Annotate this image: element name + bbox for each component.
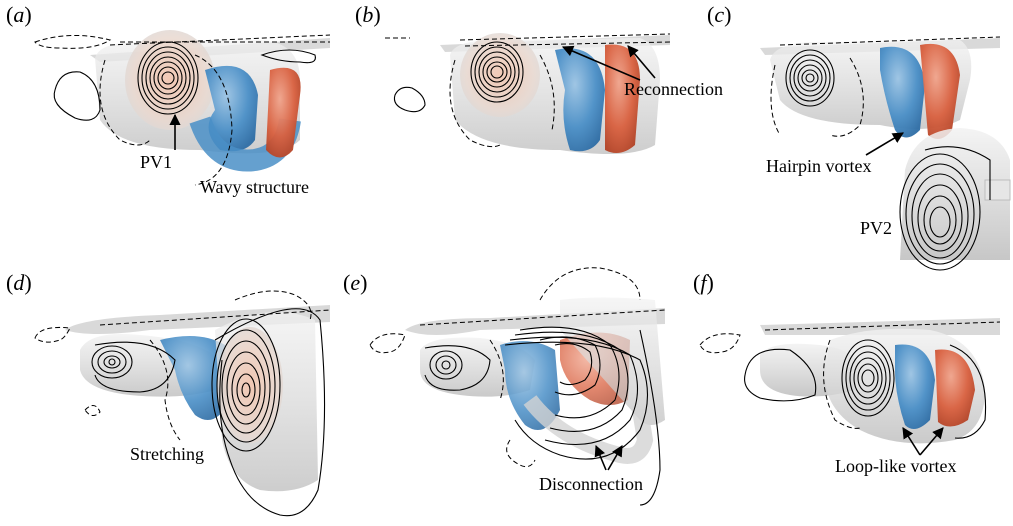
panel-d-label: (d)	[6, 270, 32, 295]
panel-e: (e) Disconnection	[343, 267, 666, 506]
reconnection-arrow-2	[627, 45, 656, 79]
panel-a-label: (a)	[6, 2, 32, 27]
hairpin-arrow	[865, 132, 904, 156]
panel-a: (a) PV1 Wavy structure	[6, 2, 331, 197]
panel-e-label: (e)	[343, 270, 367, 295]
panel-b-dashed	[385, 33, 671, 148]
panel-f: (f) Loop-like vortex	[693, 270, 1001, 476]
panel-e-contours	[424, 326, 661, 506]
hairpin-vortex-label: Hairpin vortex	[766, 156, 871, 176]
panel-e-dashed	[369, 267, 666, 468]
panel-a-dashed	[34, 34, 331, 186]
panel-c-label: (c)	[707, 2, 731, 27]
panel-c-contours	[785, 49, 991, 271]
panel-c: (c) Hairpin vortex PV2	[707, 2, 1011, 271]
panel-b-surfaces	[440, 33, 670, 154]
panel-f-contours	[744, 339, 987, 439]
disconnection-arrow-2	[607, 445, 623, 471]
panel-c-surfaces	[760, 38, 1011, 260]
panel-c-dashed	[770, 36, 1001, 137]
panel-f-surfaces	[760, 318, 1000, 444]
panel-d-dashed	[34, 290, 331, 441]
panel-d-surfaces	[65, 305, 330, 492]
panel-b-contours	[393, 41, 524, 113]
panel-b: (b) Reconnection	[355, 2, 723, 154]
loop-like-vortex-label: Loop-like vortex	[835, 456, 956, 476]
wavy-structure-label: Wavy structure	[200, 177, 309, 197]
pv1-label: PV1	[140, 152, 172, 172]
disconnection-arrow-1	[594, 444, 607, 471]
panel-a-contours	[53, 41, 316, 121]
loop-arrow-1	[902, 427, 921, 456]
panel-f-dashed	[699, 321, 1001, 429]
disconnection-label: Disconnection	[539, 474, 643, 494]
stretching-label: Stretching	[130, 444, 204, 464]
pv2-label: PV2	[860, 218, 892, 238]
panel-d-contours	[91, 308, 326, 517]
panel-a-surfaces	[90, 30, 330, 172]
panel-f-label: (f)	[693, 270, 714, 295]
panel-e-surfaces	[405, 297, 665, 464]
panel-d: (d) Stretching	[6, 270, 331, 517]
panel-b-label: (b)	[355, 2, 381, 27]
reconnection-label: Reconnection	[624, 79, 723, 99]
loop-arrow-2	[919, 427, 944, 456]
reconnection-arrow-1	[561, 45, 641, 81]
